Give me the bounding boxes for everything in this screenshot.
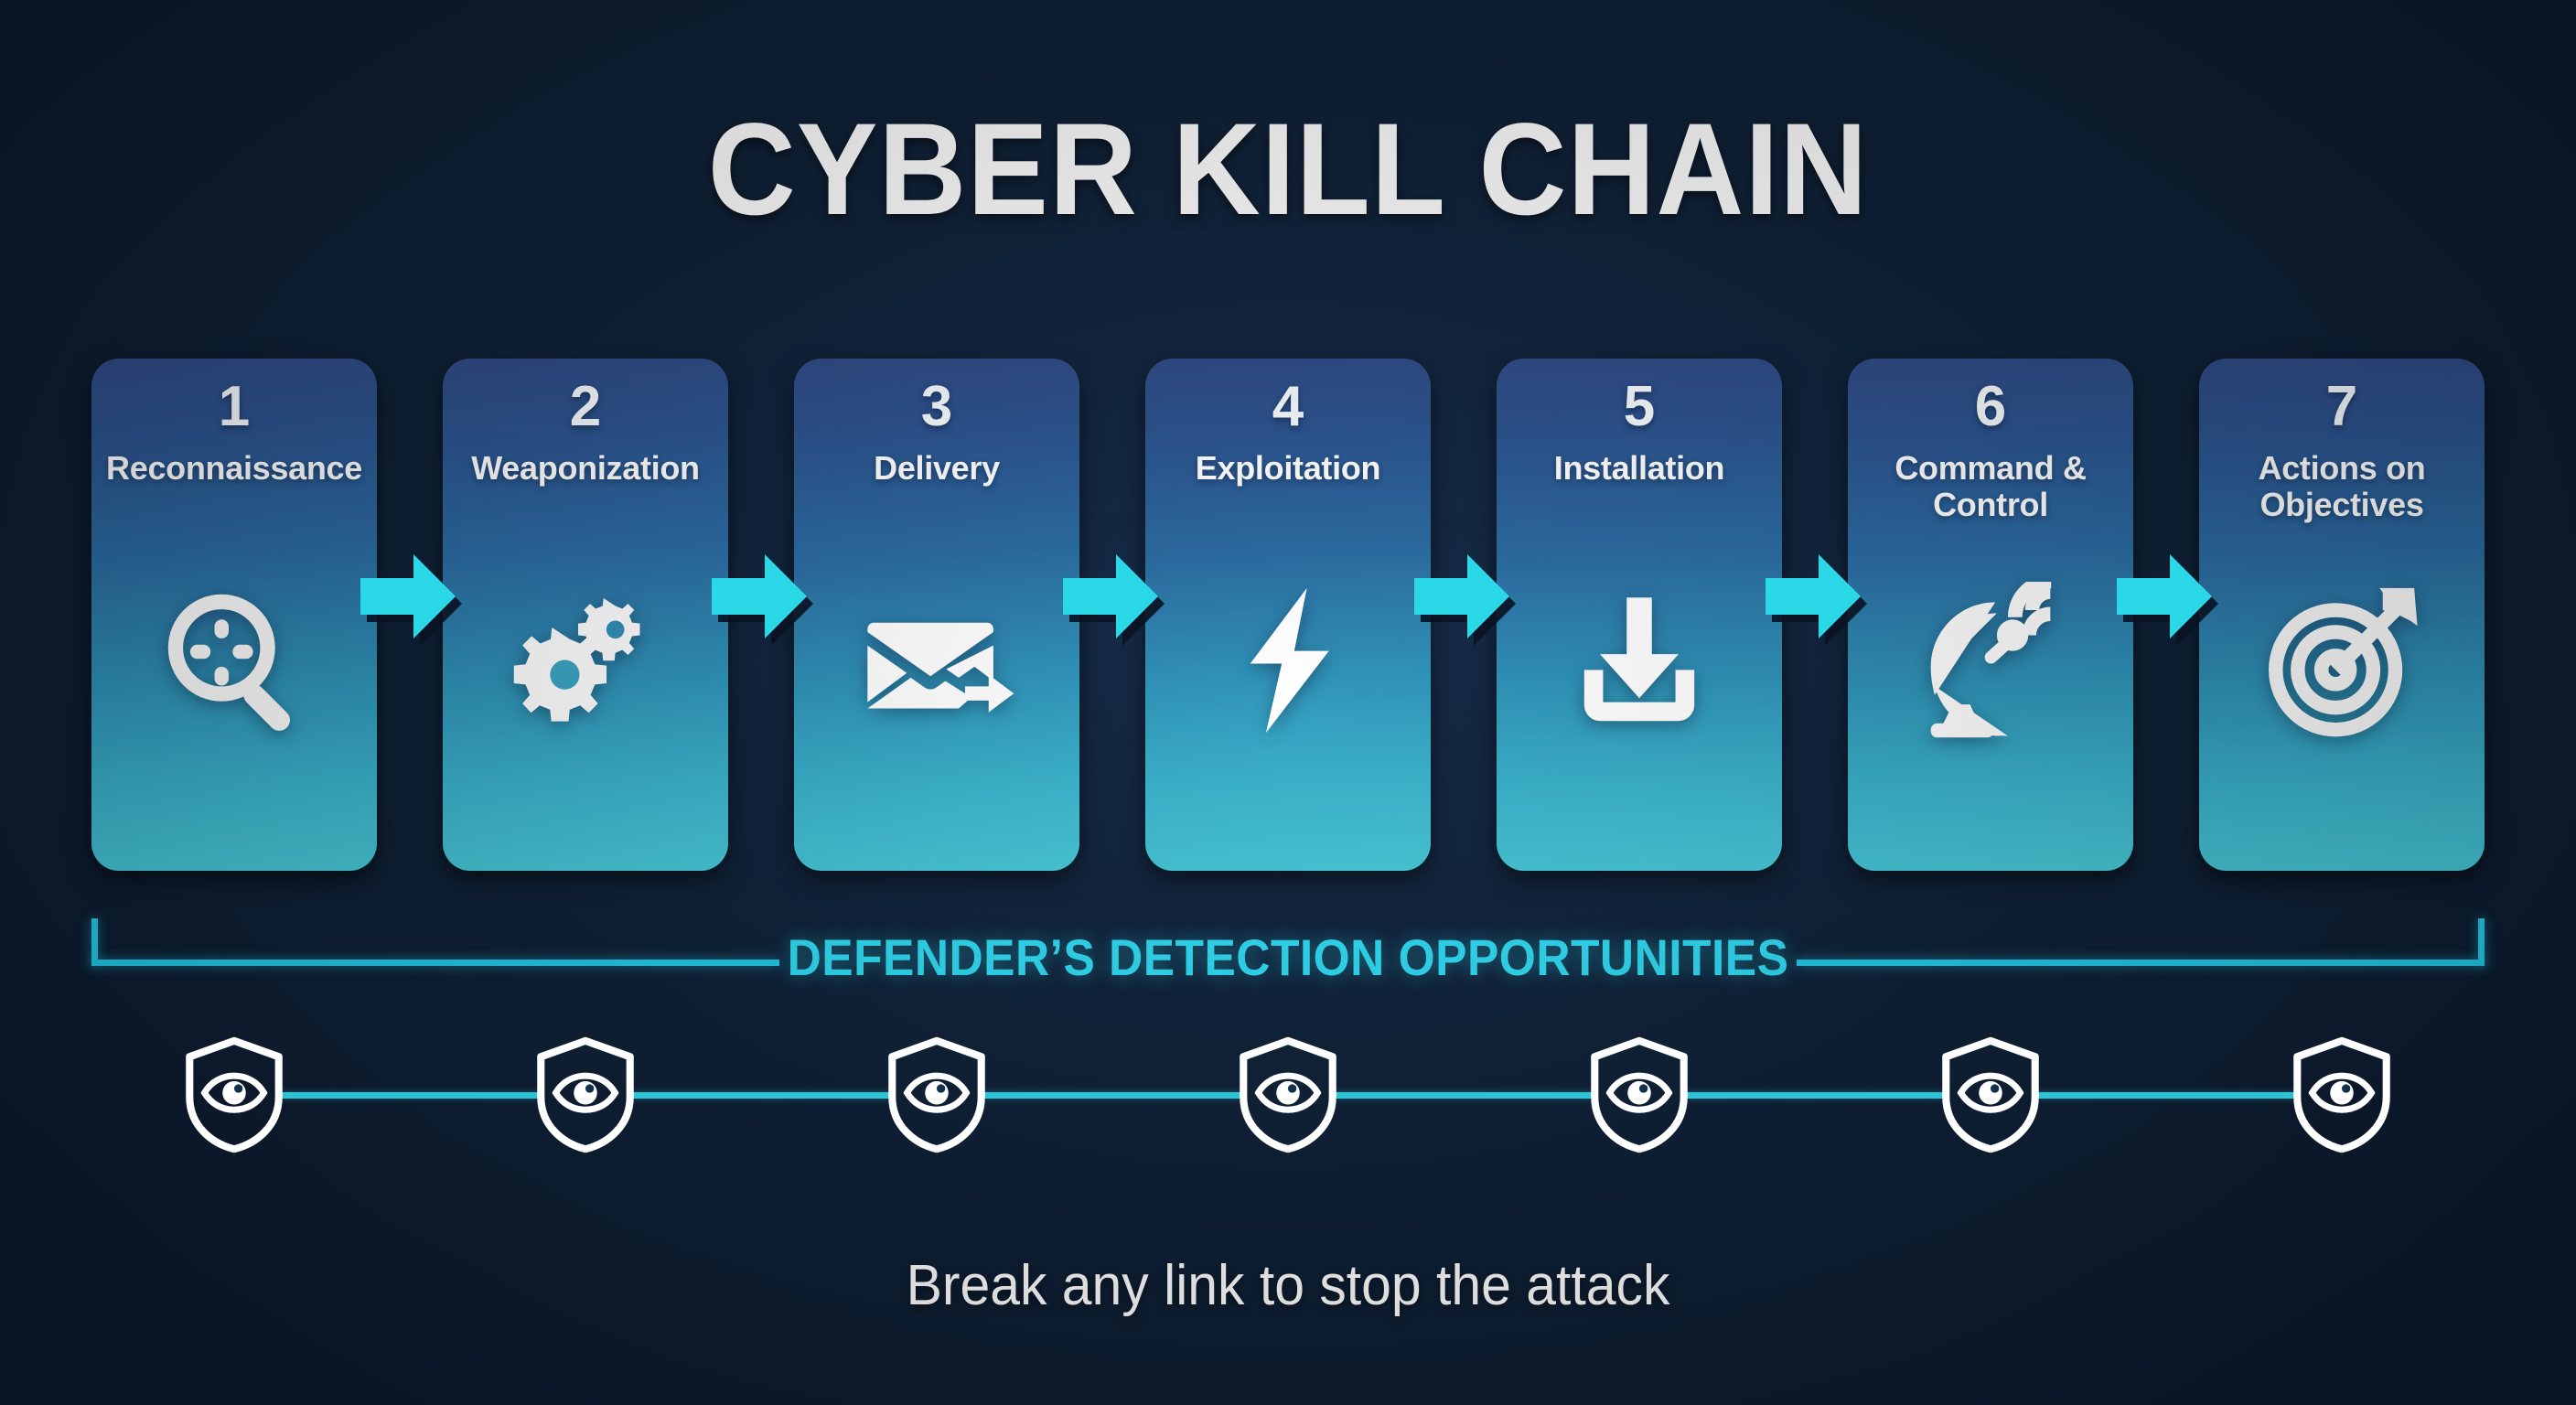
detection-banner-label: DEFENDER’S DETECTION OPPORTUNITIES	[787, 928, 1789, 986]
shield-eye-icon	[2289, 1035, 2395, 1154]
stage-label: Delivery	[874, 449, 1000, 487]
stage-label: Command & Control	[1894, 449, 2087, 523]
stage-number: 1	[218, 375, 251, 438]
stage-number: 3	[920, 375, 953, 438]
stage-number: 5	[1623, 375, 1656, 438]
satellite-dish-icon	[1912, 582, 2069, 739]
envelope-arrow-icon	[858, 582, 1015, 739]
detection-connector	[1334, 1092, 1594, 1099]
stage-label: Installation	[1553, 449, 1725, 487]
stage-label: Actions on Objectives	[2258, 449, 2426, 523]
arrow-5-to-6	[1766, 554, 1861, 638]
stage-number: 4	[1272, 375, 1304, 438]
stage-number: 2	[569, 375, 602, 438]
arrow-6-to-7	[2117, 554, 2212, 638]
bracket-line-left	[91, 960, 779, 966]
stage-label: Weaponization	[471, 449, 700, 487]
shield-eye-icon	[884, 1035, 990, 1154]
arrow-3-to-4	[1063, 554, 1158, 638]
shield-eye-icon	[532, 1035, 639, 1154]
stage-number: 6	[1974, 375, 2007, 438]
stage-label: Exploitation	[1195, 449, 1381, 487]
detection-connector	[280, 1092, 540, 1099]
page-title: CYBER KILL CHAIN	[707, 97, 1869, 242]
stage-number: 7	[2325, 375, 2358, 438]
arrow-4-to-5	[1414, 554, 1509, 638]
download-tray-icon	[1561, 582, 1718, 739]
shield-eye-icon	[1235, 1035, 1341, 1154]
shield-eye-icon	[1937, 1035, 2044, 1154]
detection-connector	[2036, 1092, 2296, 1099]
arrow-2-to-3	[712, 554, 807, 638]
footer-callout: Break any link to stop the attack	[906, 1254, 1670, 1317]
bracket-tick-right	[2478, 918, 2485, 966]
gears-icon	[507, 582, 664, 739]
bracket-tick-left	[91, 918, 98, 966]
arrow-1-to-2	[360, 554, 456, 638]
shield-eye-icon	[181, 1035, 287, 1154]
bracket-line-right	[1797, 960, 2485, 966]
shield-eye-icon	[1586, 1035, 1692, 1154]
detection-bracket	[91, 918, 2485, 966]
detection-connector	[1685, 1092, 1945, 1099]
lightning-bolt-icon	[1209, 582, 1367, 739]
detection-point-row	[91, 1035, 2485, 1154]
detection-connector	[982, 1092, 1242, 1099]
stage-label: Reconnaissance	[106, 449, 362, 487]
target-arrow-icon	[2263, 582, 2420, 739]
detection-connector	[631, 1092, 891, 1099]
magnifier-crosshair-icon	[156, 582, 313, 739]
